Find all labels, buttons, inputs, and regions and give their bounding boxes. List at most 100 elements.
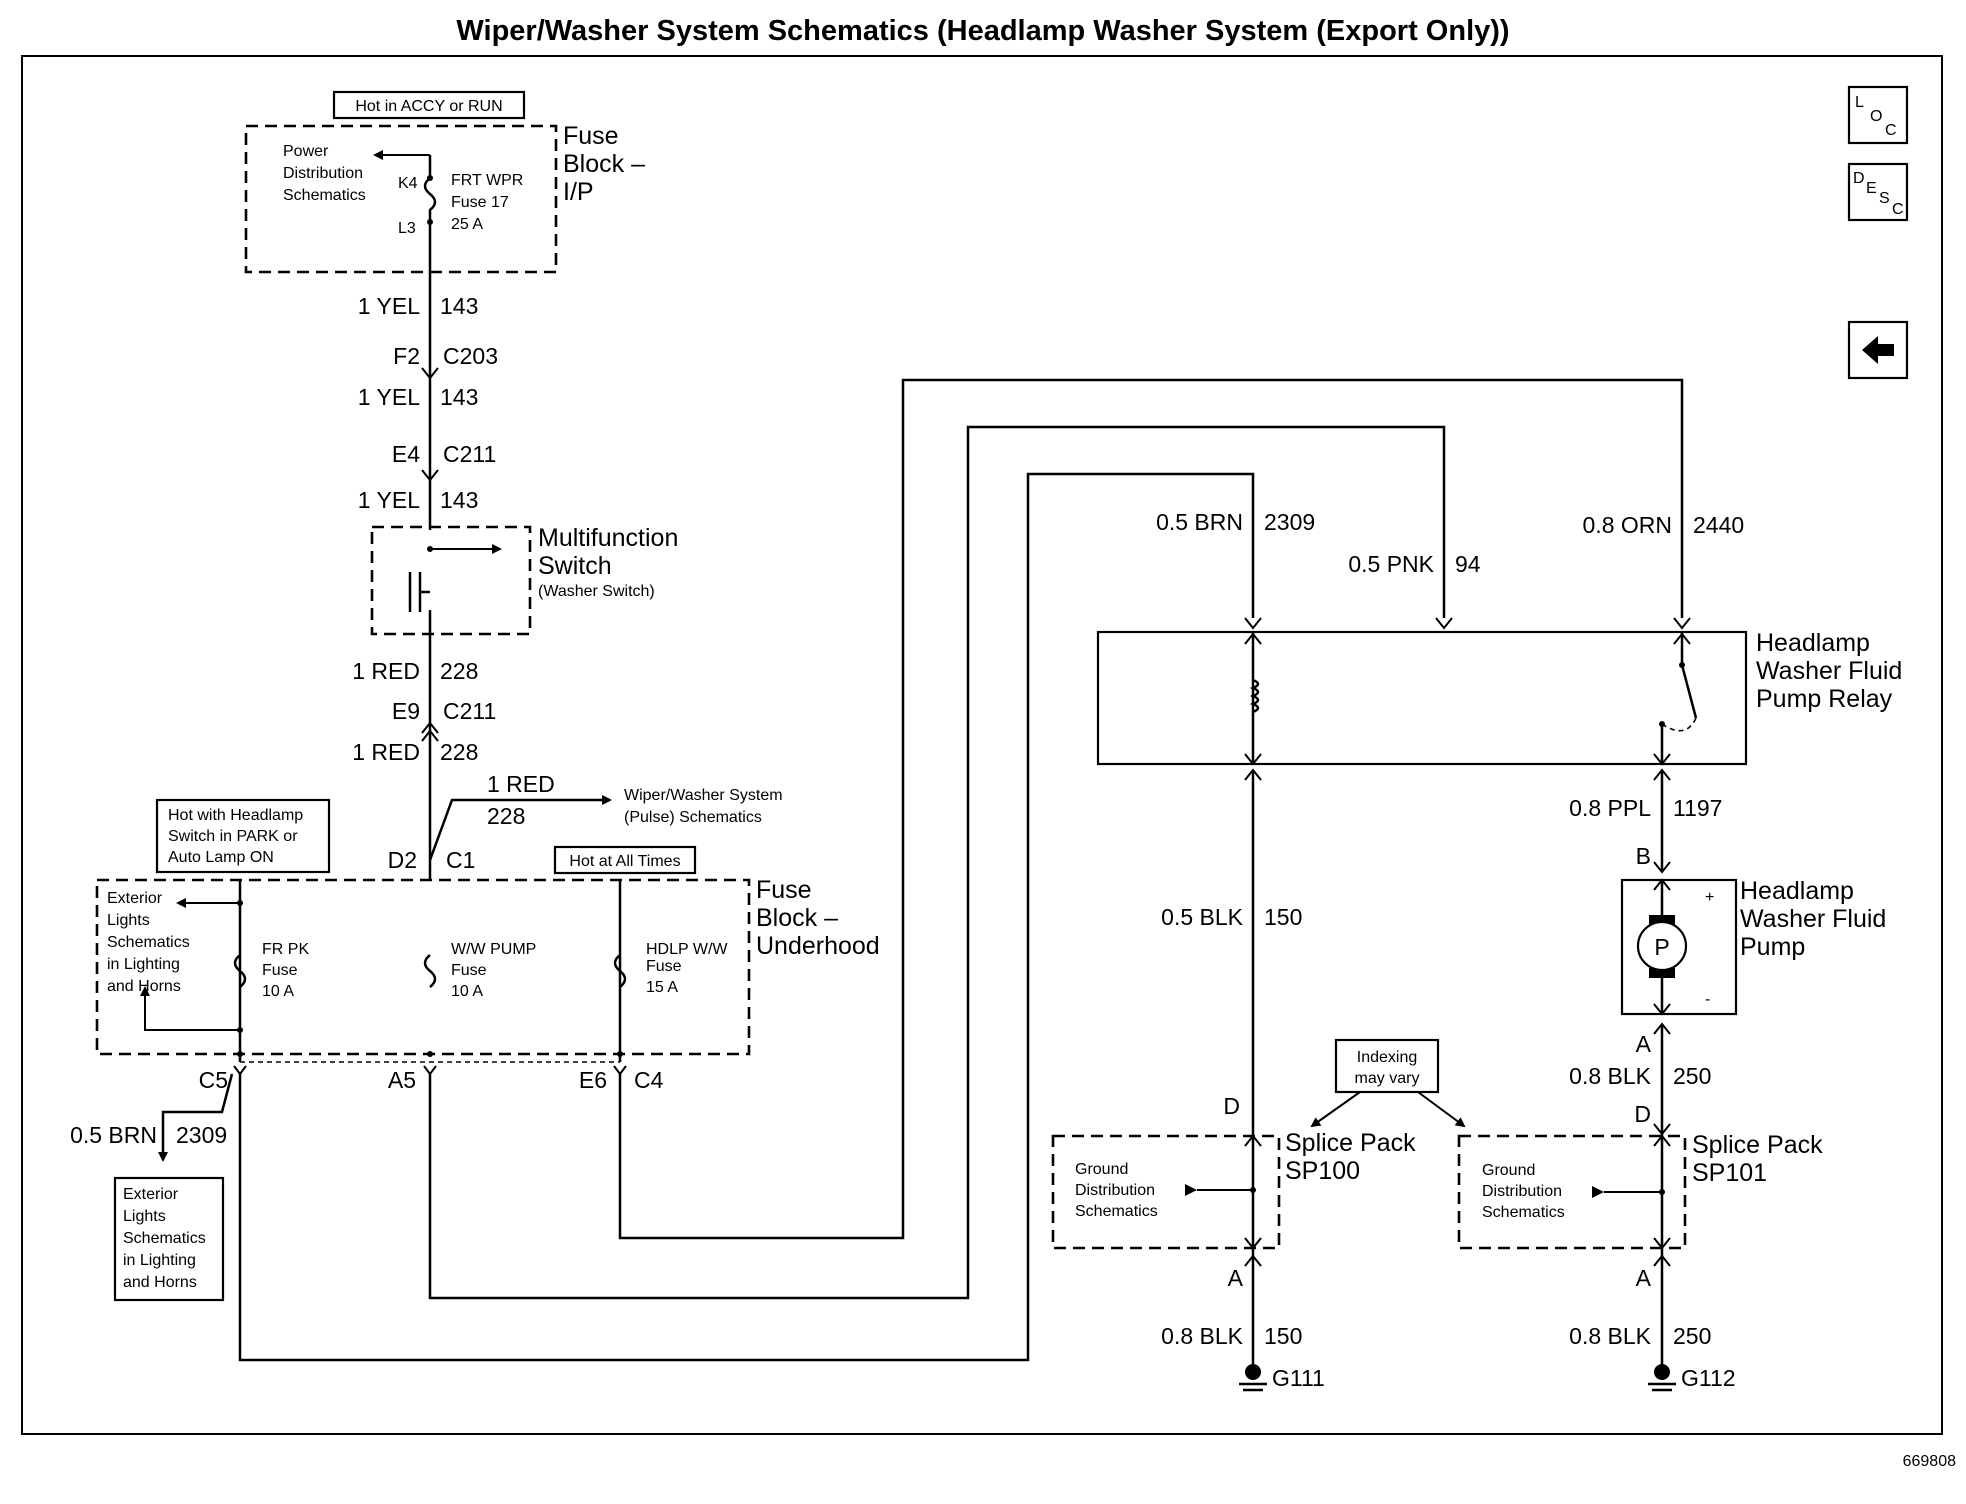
svg-text:143: 143 — [440, 384, 478, 410]
wire-1197-labels: 0.8 PPL 1197 B — [1569, 795, 1722, 869]
svg-text:E9: E9 — [392, 698, 420, 724]
svg-text:Exterior: Exterior — [123, 1186, 179, 1203]
svg-text:1 YEL: 1 YEL — [358, 384, 420, 410]
wire-2440-relay — [618, 378, 1684, 1240]
svg-text:10 A: 10 A — [451, 983, 483, 1000]
svg-text:Fuse: Fuse — [646, 958, 682, 975]
fuse-block-underhood-name: Fuse Block – Underhood — [756, 876, 880, 960]
wire-150-labels: 0.5 BLK 150 — [1161, 904, 1302, 930]
branch-labels: 1 RED 228 Wiper/Washer System (Pulse) Sc… — [388, 771, 783, 873]
svg-text:150: 150 — [1264, 904, 1302, 930]
svg-text:0.8 BLK: 0.8 BLK — [1161, 1323, 1243, 1349]
relay-switch-contact — [1680, 664, 1698, 719]
svg-text:A: A — [1636, 1031, 1652, 1057]
multifunction-switch-name: Multifunction Switch (Washer Switch) — [538, 524, 678, 600]
svg-text:D2: D2 — [388, 847, 417, 873]
fuse-block-ip-name: Fuse Block – I/P — [563, 122, 645, 206]
svg-text:F2: F2 — [393, 343, 420, 369]
wire-2309-left — [158, 1073, 234, 1162]
relay-top-wire-labels: 0.5 BRN 2309 0.5 PNK 94 0.8 ORN 2440 — [1156, 509, 1744, 577]
svg-text:A: A — [1228, 1265, 1244, 1291]
pump-name: Headlamp Washer Fluid Pump — [1740, 877, 1886, 961]
svg-text:-: - — [1705, 991, 1710, 1008]
svg-text:C: C — [1892, 201, 1904, 218]
hot-accy-run-label: Hot in ACCY or RUN — [355, 98, 502, 115]
fuse-labels: FR PK Fuse 10 A W/W PUMP Fuse 10 A HDLP … — [262, 941, 728, 1000]
wire-94-relay — [428, 425, 1446, 1300]
svg-text:W/W PUMP: W/W PUMP — [451, 941, 536, 958]
ground-g111-icon — [1239, 1364, 1267, 1392]
wire-228-labels: 1 RED 228 E9 C211 1 RED 228 — [352, 658, 496, 765]
svg-text:143: 143 — [440, 487, 478, 513]
pin-l3: L3 — [398, 220, 416, 237]
svg-text:+: + — [1705, 889, 1714, 906]
svg-text:Fuse: Fuse — [451, 962, 487, 979]
loc-nav-button[interactable]: L O C — [1847, 85, 1909, 145]
svg-text:Exterior: Exterior — [107, 890, 163, 907]
svg-text:Switch: Switch — [538, 552, 612, 580]
exterior-lights-ref-bottom — [113, 1176, 225, 1302]
svg-text:may vary: may vary — [1355, 1070, 1420, 1087]
svg-text:Lights: Lights — [107, 912, 150, 929]
svg-text:Splice Pack: Splice Pack — [1285, 1129, 1416, 1157]
svg-text:S: S — [1879, 190, 1890, 207]
svg-text:25 A: 25 A — [451, 216, 483, 233]
svg-text:1 YEL: 1 YEL — [358, 487, 420, 513]
svg-text:Headlamp: Headlamp — [1740, 877, 1854, 905]
svg-text:2440: 2440 — [1693, 512, 1744, 538]
sp101-name: Splice Pack SP101 — [1692, 1131, 1823, 1187]
svg-text:Pump: Pump — [1740, 933, 1805, 961]
svg-text:E: E — [1866, 180, 1877, 197]
pump-relay — [1096, 630, 1748, 766]
page-title: Wiper/Washer System Schematics (Headlamp… — [456, 15, 1509, 47]
pump-motor-symbol — [1636, 920, 1688, 972]
svg-text:1 RED: 1 RED — [487, 771, 555, 797]
hot-headlamp-label: Hot with Headlamp Switch in PARK or Auto… — [168, 807, 303, 866]
ww-pump-fuse-symbol — [423, 954, 437, 988]
svg-text:HDLP W/W: HDLP W/W — [646, 941, 728, 958]
svg-text:0.8 ORN: 0.8 ORN — [1583, 512, 1672, 538]
svg-text:Indexing: Indexing — [1357, 1049, 1418, 1066]
svg-text:C211: C211 — [443, 698, 496, 724]
svg-text:1 YEL: 1 YEL — [358, 293, 420, 319]
svg-text:E6: E6 — [579, 1067, 607, 1093]
svg-text:Pump Relay: Pump Relay — [1756, 685, 1893, 713]
svg-text:in Lighting: in Lighting — [107, 956, 180, 973]
svg-text:A: A — [1636, 1265, 1652, 1291]
svg-text:Schematics: Schematics — [107, 934, 190, 951]
fuse-block-ip — [244, 124, 558, 274]
svg-text:SP100: SP100 — [1285, 1157, 1360, 1185]
svg-text:Underhood: Underhood — [756, 932, 880, 960]
ground-g111-label: G111 — [1272, 1365, 1325, 1391]
svg-text:Auto Lamp ON: Auto Lamp ON — [168, 849, 274, 866]
figure-id: 669808 — [1903, 1453, 1956, 1470]
svg-text:0.5 BRN: 0.5 BRN — [1156, 509, 1243, 535]
svg-text:Lights: Lights — [123, 1208, 166, 1225]
branch-wire-228 — [428, 795, 612, 861]
svg-text:228: 228 — [487, 803, 525, 829]
svg-text:Schematics: Schematics — [1482, 1204, 1565, 1221]
indexing-note — [1334, 1038, 1440, 1094]
svg-text:Schematics: Schematics — [123, 1230, 206, 1247]
sp101-ground-ref: Ground Distribution Schematics — [1482, 1162, 1565, 1221]
hot-all-times-box — [553, 845, 697, 875]
ground-g112-icon — [1648, 1364, 1676, 1392]
svg-text:0.8 BLK: 0.8 BLK — [1569, 1063, 1651, 1089]
svg-text:and Horns: and Horns — [123, 1274, 197, 1291]
svg-text:Splice Pack: Splice Pack — [1692, 1131, 1823, 1159]
svg-text:Fuse: Fuse — [756, 876, 812, 904]
svg-text:94: 94 — [1455, 551, 1481, 577]
svg-text:Headlamp: Headlamp — [1756, 629, 1870, 657]
svg-text:P: P — [1654, 934, 1669, 960]
svg-text:C: C — [1885, 122, 1897, 139]
svg-text:Distribution: Distribution — [1482, 1183, 1562, 1200]
svg-text:Ground: Ground — [1482, 1162, 1535, 1179]
back-button[interactable] — [1847, 320, 1909, 380]
pump-relay-name: Headlamp Washer Fluid Pump Relay — [1756, 629, 1902, 713]
svg-text:0.5 PNK: 0.5 PNK — [1348, 551, 1434, 577]
svg-text:E4: E4 — [392, 441, 420, 467]
svg-text:Fuse: Fuse — [563, 122, 619, 150]
desc-nav-button[interactable]: D E S C — [1847, 162, 1909, 222]
wire-2309-left-labels: 0.5 BRN 2309 — [70, 1122, 227, 1148]
svg-text:FRT WPR: FRT WPR — [451, 172, 523, 189]
